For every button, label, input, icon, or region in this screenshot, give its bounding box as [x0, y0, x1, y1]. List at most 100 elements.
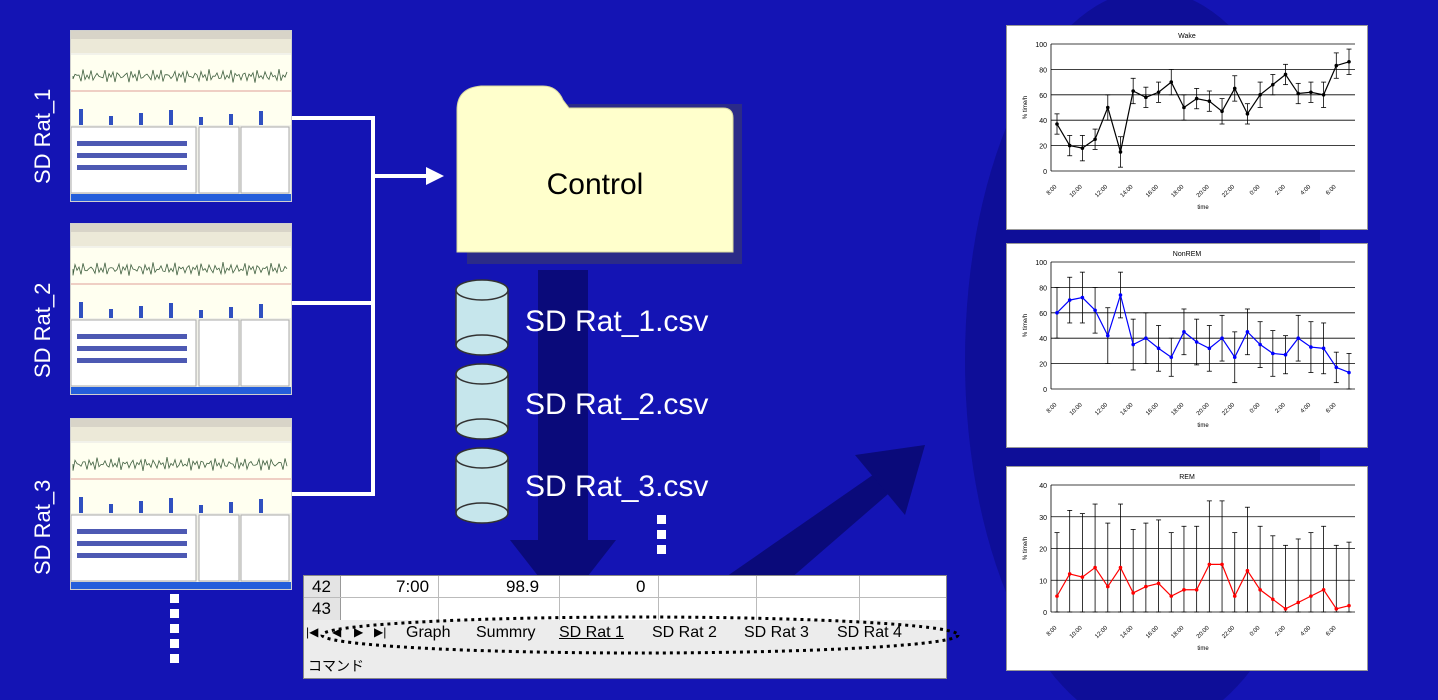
data-point: [1156, 90, 1161, 95]
x-tick-label: 14:00: [1120, 402, 1135, 417]
data-point: [1207, 346, 1212, 351]
screenshot-graphic: [71, 224, 291, 394]
rat-software-screenshot-2: [70, 223, 292, 395]
row-number-43[interactable]: 43: [312, 599, 331, 618]
y-tick-label: 100: [1035, 42, 1047, 49]
x-tick-label: 4:00: [1300, 402, 1313, 415]
sheet-grid: [304, 576, 946, 620]
data-point: [1258, 342, 1262, 347]
row-number-42[interactable]: 42: [312, 577, 331, 596]
tab-graph[interactable]: Graph: [406, 624, 451, 641]
x-tick-label: 8:00: [1046, 402, 1059, 415]
data-point: [1067, 572, 1072, 576]
data-point: [1245, 112, 1250, 116]
chart-title: REM: [1179, 474, 1195, 481]
file-label-1: SD Rat_1.csv: [525, 305, 709, 338]
y-tick-label: 60: [1039, 93, 1047, 100]
data-point: [1220, 336, 1224, 340]
prev-sheet-icon[interactable]: ◀: [332, 625, 342, 639]
y-tick-label: 80: [1039, 285, 1047, 292]
y-axis-label: % time/h: [1023, 537, 1029, 560]
data-point: [1194, 96, 1199, 101]
x-tick-label: 18:00: [1171, 402, 1186, 417]
y-tick-label: 100: [1035, 260, 1047, 267]
next-sheet-icon[interactable]: ▶: [354, 625, 364, 639]
data-point: [1055, 311, 1059, 315]
data-point: [1334, 63, 1339, 68]
x-tick-label: 2:00: [1274, 625, 1287, 638]
series-line: [1056, 292, 1350, 374]
screenshot-graphic: [71, 31, 291, 201]
data-point: [1271, 351, 1275, 356]
data-point: [1334, 607, 1339, 611]
data-point: [1144, 95, 1148, 100]
tab-sd-rat-2[interactable]: SD Rat 2: [652, 624, 717, 641]
data-point: [1321, 346, 1326, 351]
file-label-3: SD Rat_3.csv: [525, 470, 709, 503]
data-point: [1131, 591, 1135, 595]
y-tick-label: 40: [1039, 118, 1047, 125]
x-tick-label: 6:00: [1325, 402, 1338, 415]
data-point: [1207, 99, 1212, 103]
x-tick-label: 14:00: [1120, 184, 1135, 199]
data-point: [1232, 86, 1237, 91]
cell-time[interactable]: 7:00: [396, 577, 430, 596]
last-sheet-icon[interactable]: ▶|: [374, 625, 387, 639]
data-point: [1156, 346, 1161, 351]
y-axis-label: % time/h: [1023, 96, 1029, 119]
data-point: [1182, 587, 1186, 592]
data-point: [1182, 330, 1186, 334]
data-point: [1283, 607, 1288, 611]
data-point: [1296, 600, 1301, 605]
data-point: [1144, 584, 1148, 589]
series-line: [1056, 61, 1350, 153]
x-tick-label: 10:00: [1069, 184, 1084, 199]
csv-file-icon-3: [455, 447, 509, 524]
data-point: [1271, 82, 1275, 87]
data-point: [1080, 295, 1085, 300]
x-tick-label: 16:00: [1145, 625, 1160, 640]
y-tick-label: 60: [1039, 311, 1047, 318]
data-point: [1232, 355, 1237, 360]
y-tick-label: 0: [1043, 387, 1047, 394]
rat-software-screenshot-3: [70, 418, 292, 590]
data-point: [1296, 336, 1301, 340]
data-point: [1093, 565, 1097, 570]
y-tick-label: 80: [1039, 67, 1047, 74]
y-tick-label: 10: [1039, 578, 1047, 585]
cell-value-1[interactable]: 98.9: [506, 577, 540, 596]
tab-sd-rat-4[interactable]: SD Rat 4: [837, 624, 902, 641]
tab-sd-rat-3[interactable]: SD Rat 3: [744, 624, 809, 641]
data-point: [1182, 105, 1186, 110]
control-folder-icon: Control: [456, 85, 742, 264]
data-point: [1321, 93, 1326, 97]
x-tick-label: 14:00: [1120, 625, 1135, 640]
data-point: [1118, 565, 1123, 570]
spreadsheet-snippet: 42 7:00 98.9 0 43 |◀ ◀ ▶ ▶| Graph Summry…: [303, 575, 947, 679]
x-tick-label: 6:00: [1325, 184, 1338, 197]
data-point: [1194, 340, 1199, 344]
tab-summry[interactable]: Summry: [476, 624, 536, 641]
cell-value-2[interactable]: 0: [636, 577, 646, 596]
x-tick-label: 0:00: [1249, 184, 1262, 197]
x-axis-label: time: [1197, 646, 1209, 652]
data-point: [1321, 587, 1326, 592]
data-point: [1347, 370, 1351, 375]
data-point: [1105, 584, 1110, 589]
tab-sd-rat-1[interactable]: SD Rat 1: [559, 624, 624, 641]
first-sheet-icon[interactable]: |◀: [306, 625, 319, 639]
rat-software-screenshot-1: [70, 30, 292, 202]
data-point: [1347, 59, 1351, 64]
x-tick-label: 6:00: [1325, 625, 1338, 638]
x-tick-label: 2:00: [1274, 402, 1287, 415]
data-point: [1258, 93, 1262, 97]
data-point: [1093, 308, 1097, 313]
x-tick-label: 22:00: [1221, 184, 1236, 199]
file-label-2: SD Rat_2.csv: [525, 388, 709, 421]
x-tick-label: 4:00: [1300, 184, 1313, 197]
